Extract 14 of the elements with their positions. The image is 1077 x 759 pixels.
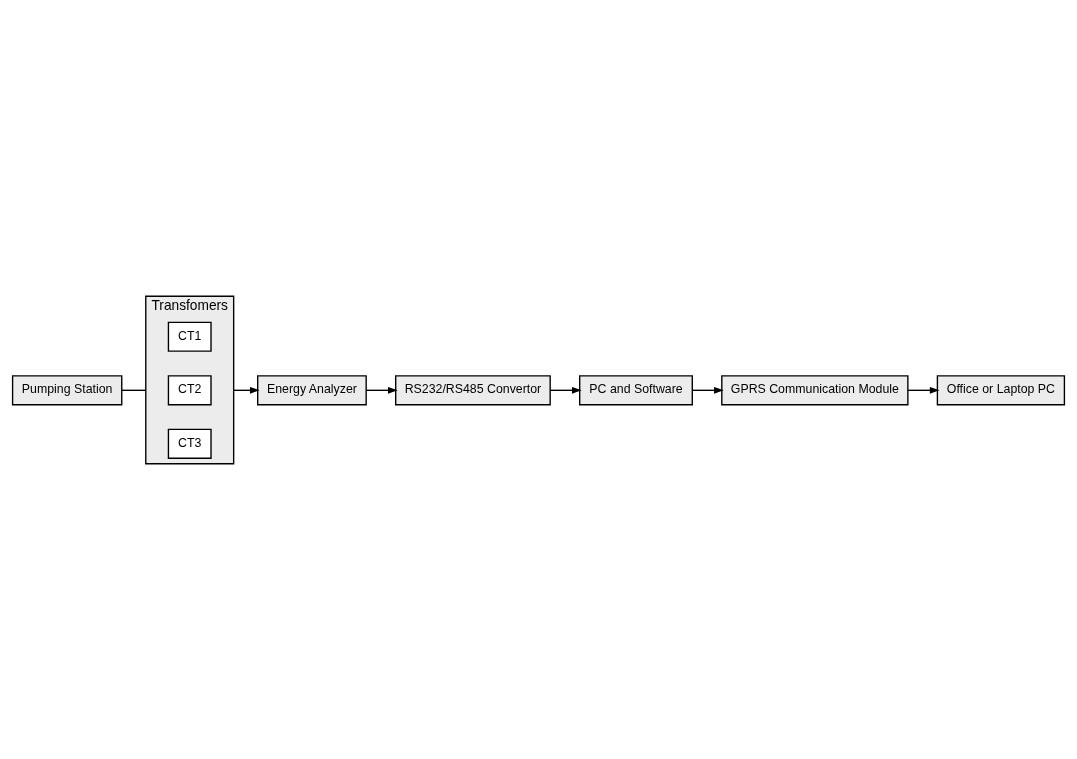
node-box: GPRS Communication Module <box>721 374 909 405</box>
node-box: PC and Software <box>579 374 693 405</box>
node-box: CT1 <box>167 321 212 352</box>
arrow <box>691 386 724 394</box>
node-box: RS232/RS485 Convertor <box>395 374 551 405</box>
connector <box>121 389 147 391</box>
arrow <box>365 386 398 394</box>
arrow <box>907 386 940 394</box>
node-box: Office or Laptop PC <box>936 374 1066 405</box>
node-box: Energy Analyzer <box>257 374 367 405</box>
node-box: CT3 <box>167 428 212 459</box>
node-box: CT2 <box>167 374 212 405</box>
arrow <box>549 386 582 394</box>
node-box: Pumping Station <box>11 374 123 405</box>
